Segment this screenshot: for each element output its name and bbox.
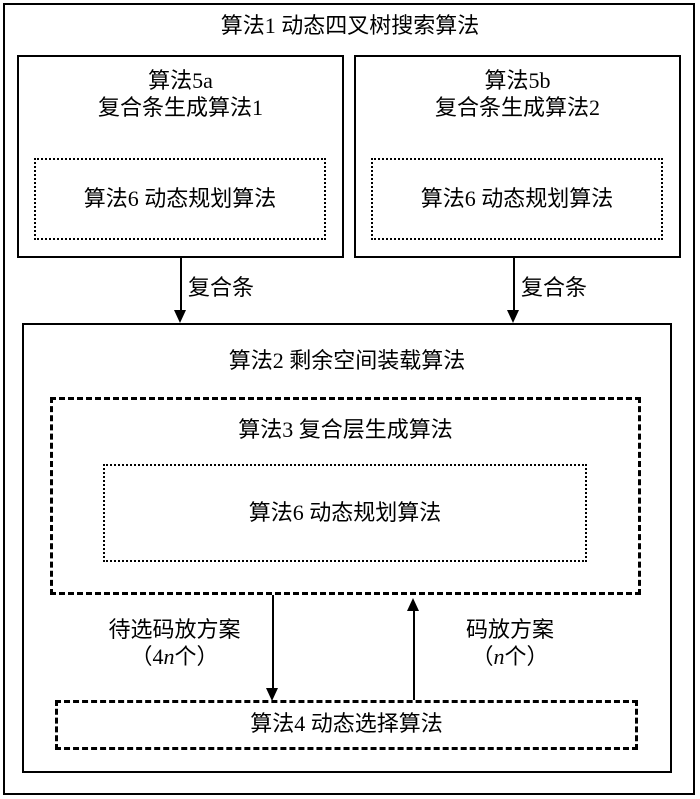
pending-count-variable: n — [163, 643, 175, 669]
connector-line-5a-to-2 — [180, 258, 182, 311]
selected-count-variable: n — [493, 643, 505, 669]
flow-label-pending-plans: 待选码放方案 （4n个） — [82, 617, 267, 671]
flow-label-selected-plans-line1: 码放方案 — [465, 617, 554, 642]
box-algorithm-4 — [55, 700, 638, 750]
box-algorithm-3 — [50, 397, 641, 595]
box-algorithm-6-in-5b-label: 算法6 动态规划算法 — [420, 186, 614, 211]
connector-line-3-to-4 — [272, 595, 274, 689]
box-algorithm-6-in-5a-label: 算法6 动态规划算法 — [83, 186, 277, 211]
flow-label-pending-plans-line1: 待选码放方案 — [108, 617, 241, 642]
flow-label-pending-plans-line2: （4n个） — [82, 644, 267, 671]
box-algorithm-2-heading: 算法2 剩余空间装载算法 — [228, 348, 466, 373]
flow-label-selected-plans-line2: （n个） — [420, 644, 600, 671]
box-5b-heading-line2: 复合条生成算法2 — [434, 94, 600, 120]
arrow-head-up-icon-middle — [407, 598, 419, 611]
selected-count-suffix: 个） — [504, 643, 549, 669]
box-algorithm-6-in-3 — [103, 464, 587, 562]
pending-count-prefix: （4 — [130, 643, 164, 669]
connector-label-right: 复合条 — [521, 275, 588, 300]
box-algorithm-3-heading: 算法3 复合层生成算法 — [238, 417, 453, 442]
connector-label-left: 复合条 — [188, 275, 255, 300]
box-5a-heading: 算法5a 复合条生成算法1 — [17, 68, 344, 122]
arrow-head-down-icon-right — [507, 310, 519, 323]
box-algorithm-5b — [354, 55, 681, 258]
arrow-head-down-icon-left — [174, 310, 186, 323]
box-algorithm-4-heading: 算法4 动态选择算法 — [250, 711, 443, 736]
box-algorithm-5a — [17, 55, 344, 258]
box-algorithm-6-in-3-label: 算法6 动态规划算法 — [248, 500, 442, 525]
connector-line-4-to-3 — [413, 610, 415, 700]
box-5b-heading-line1: 算法5b — [484, 68, 551, 93]
box-5b-heading: 算法5b 复合条生成算法2 — [354, 68, 681, 122]
box-algorithm-6-in-5b — [371, 158, 663, 240]
arrow-head-down-icon-middle — [266, 688, 278, 701]
pending-count-suffix: 个） — [174, 643, 219, 669]
box-5a-heading-line1: 算法5a — [148, 68, 213, 93]
flow-label-selected-plans: 码放方案 （n个） — [420, 617, 600, 671]
selected-count-prefix: （ — [471, 643, 494, 669]
box-5a-heading-line2: 复合条生成算法1 — [97, 94, 263, 120]
connector-line-5b-to-2 — [513, 258, 515, 311]
box-algorithm-6-in-5a — [34, 158, 326, 240]
diagram-title: 算法1 动态四叉树搜索算法 — [220, 13, 480, 38]
